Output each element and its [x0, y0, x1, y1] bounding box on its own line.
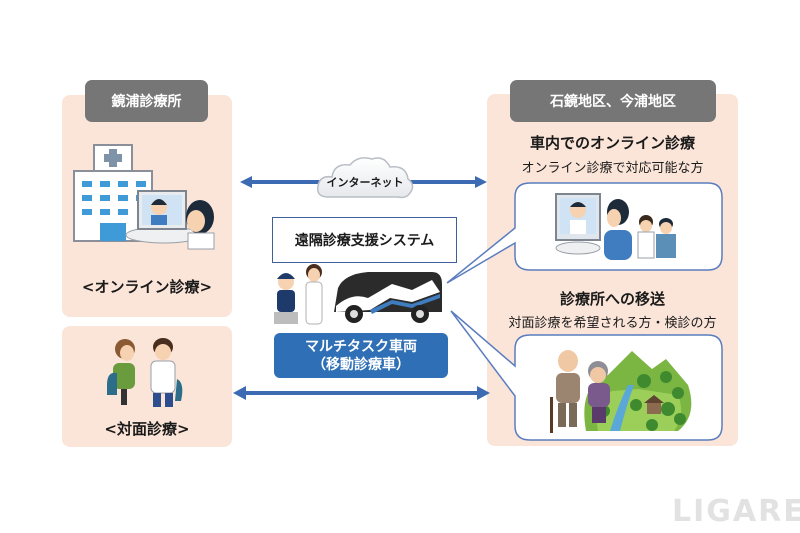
- clinic-tag: 鏡浦診療所: [85, 80, 208, 122]
- in-vehicle-online-heading: 車内でのオンライン診療: [529, 134, 695, 152]
- inperson-consult-caption: <対面診療>: [104, 420, 190, 438]
- transfer-heading: 診療所への移送: [559, 290, 665, 308]
- ligare-watermark-logo: LIGARE: [672, 494, 800, 529]
- vehicle-online-consult-illustration: [555, 193, 676, 260]
- patient-child-icon: [656, 218, 676, 258]
- nurse-icon: [637, 215, 655, 259]
- multitask-vehicle-label: マルチタスク車両 （移動診療車）: [274, 333, 448, 378]
- mobile-clinic-vehicle-icon: [334, 272, 442, 323]
- patient-icon: [107, 339, 135, 405]
- vehicle-label-line1: マルチタスク車両: [305, 338, 417, 355]
- cloud-icon: [316, 157, 414, 199]
- transport-link-arrow: [233, 386, 490, 400]
- vehicle-staff-illustration: [274, 264, 442, 325]
- elderly-man-icon: [550, 350, 580, 433]
- in-vehicle-online-subtext: オンライン診療で対応可能な方: [521, 161, 704, 176]
- elderly-woman-icon: [588, 361, 610, 423]
- doctor-icon: [186, 200, 215, 250]
- transfer-subtext: 対面診療を希望される方・検診の方: [508, 316, 717, 331]
- mountain-village-icon: [584, 351, 692, 431]
- monitor-icon: [555, 193, 601, 255]
- inperson-panel: [62, 326, 232, 447]
- elderly-village-illustration: [550, 350, 692, 433]
- remote-care-system-box: 遠隔診療支援システム: [272, 217, 457, 263]
- online-consult-caption: <オンライン診療>: [81, 278, 213, 296]
- internet-label: インターネット: [326, 176, 404, 189]
- inperson-consult-illustration: [107, 338, 183, 407]
- hospital-icon: [73, 144, 153, 242]
- hospital-online-illustration: [73, 144, 215, 250]
- driver-icon: [274, 273, 298, 324]
- patient-icon: [604, 199, 632, 260]
- doctor-icon: [150, 338, 183, 407]
- vehicle-label-line2: （移動診療車）: [312, 356, 410, 373]
- district-tag: 石鏡地区、今浦地区: [510, 80, 716, 122]
- nurse-icon: [305, 264, 323, 325]
